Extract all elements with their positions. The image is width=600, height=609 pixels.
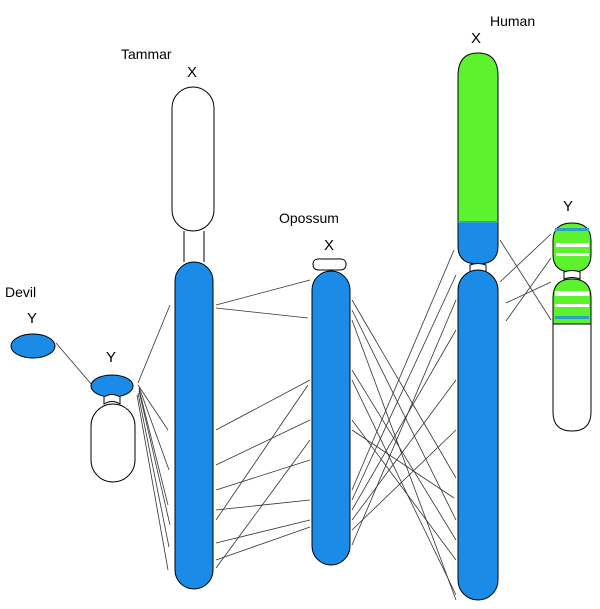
species-label-human: Human bbox=[490, 13, 536, 29]
species-label-opossum: Opossum bbox=[279, 210, 339, 226]
chromosome-label-human-y: Y bbox=[562, 198, 574, 215]
opossum-x-chromosome bbox=[311, 258, 351, 566]
chromosome-label-devil-y: Y bbox=[26, 310, 38, 327]
tammar-x-chromosome bbox=[171, 86, 215, 590]
chromosome-label-tammar-y: Y bbox=[105, 349, 117, 366]
chromosome-label-tammar-x: X bbox=[186, 64, 198, 81]
human-x-chromosome bbox=[457, 52, 499, 601]
homology-lines bbox=[55, 233, 552, 601]
devil-y-chromosome bbox=[10, 333, 56, 359]
chromosome-label-opossum-x: X bbox=[323, 237, 335, 254]
species-label-tammar: Tammar bbox=[121, 46, 172, 62]
human-y-chromosome bbox=[552, 222, 592, 432]
tammar-y-chromosome bbox=[90, 374, 136, 483]
species-label-devil: Devil bbox=[5, 284, 37, 300]
chromosome-label-human-x: X bbox=[470, 30, 482, 47]
